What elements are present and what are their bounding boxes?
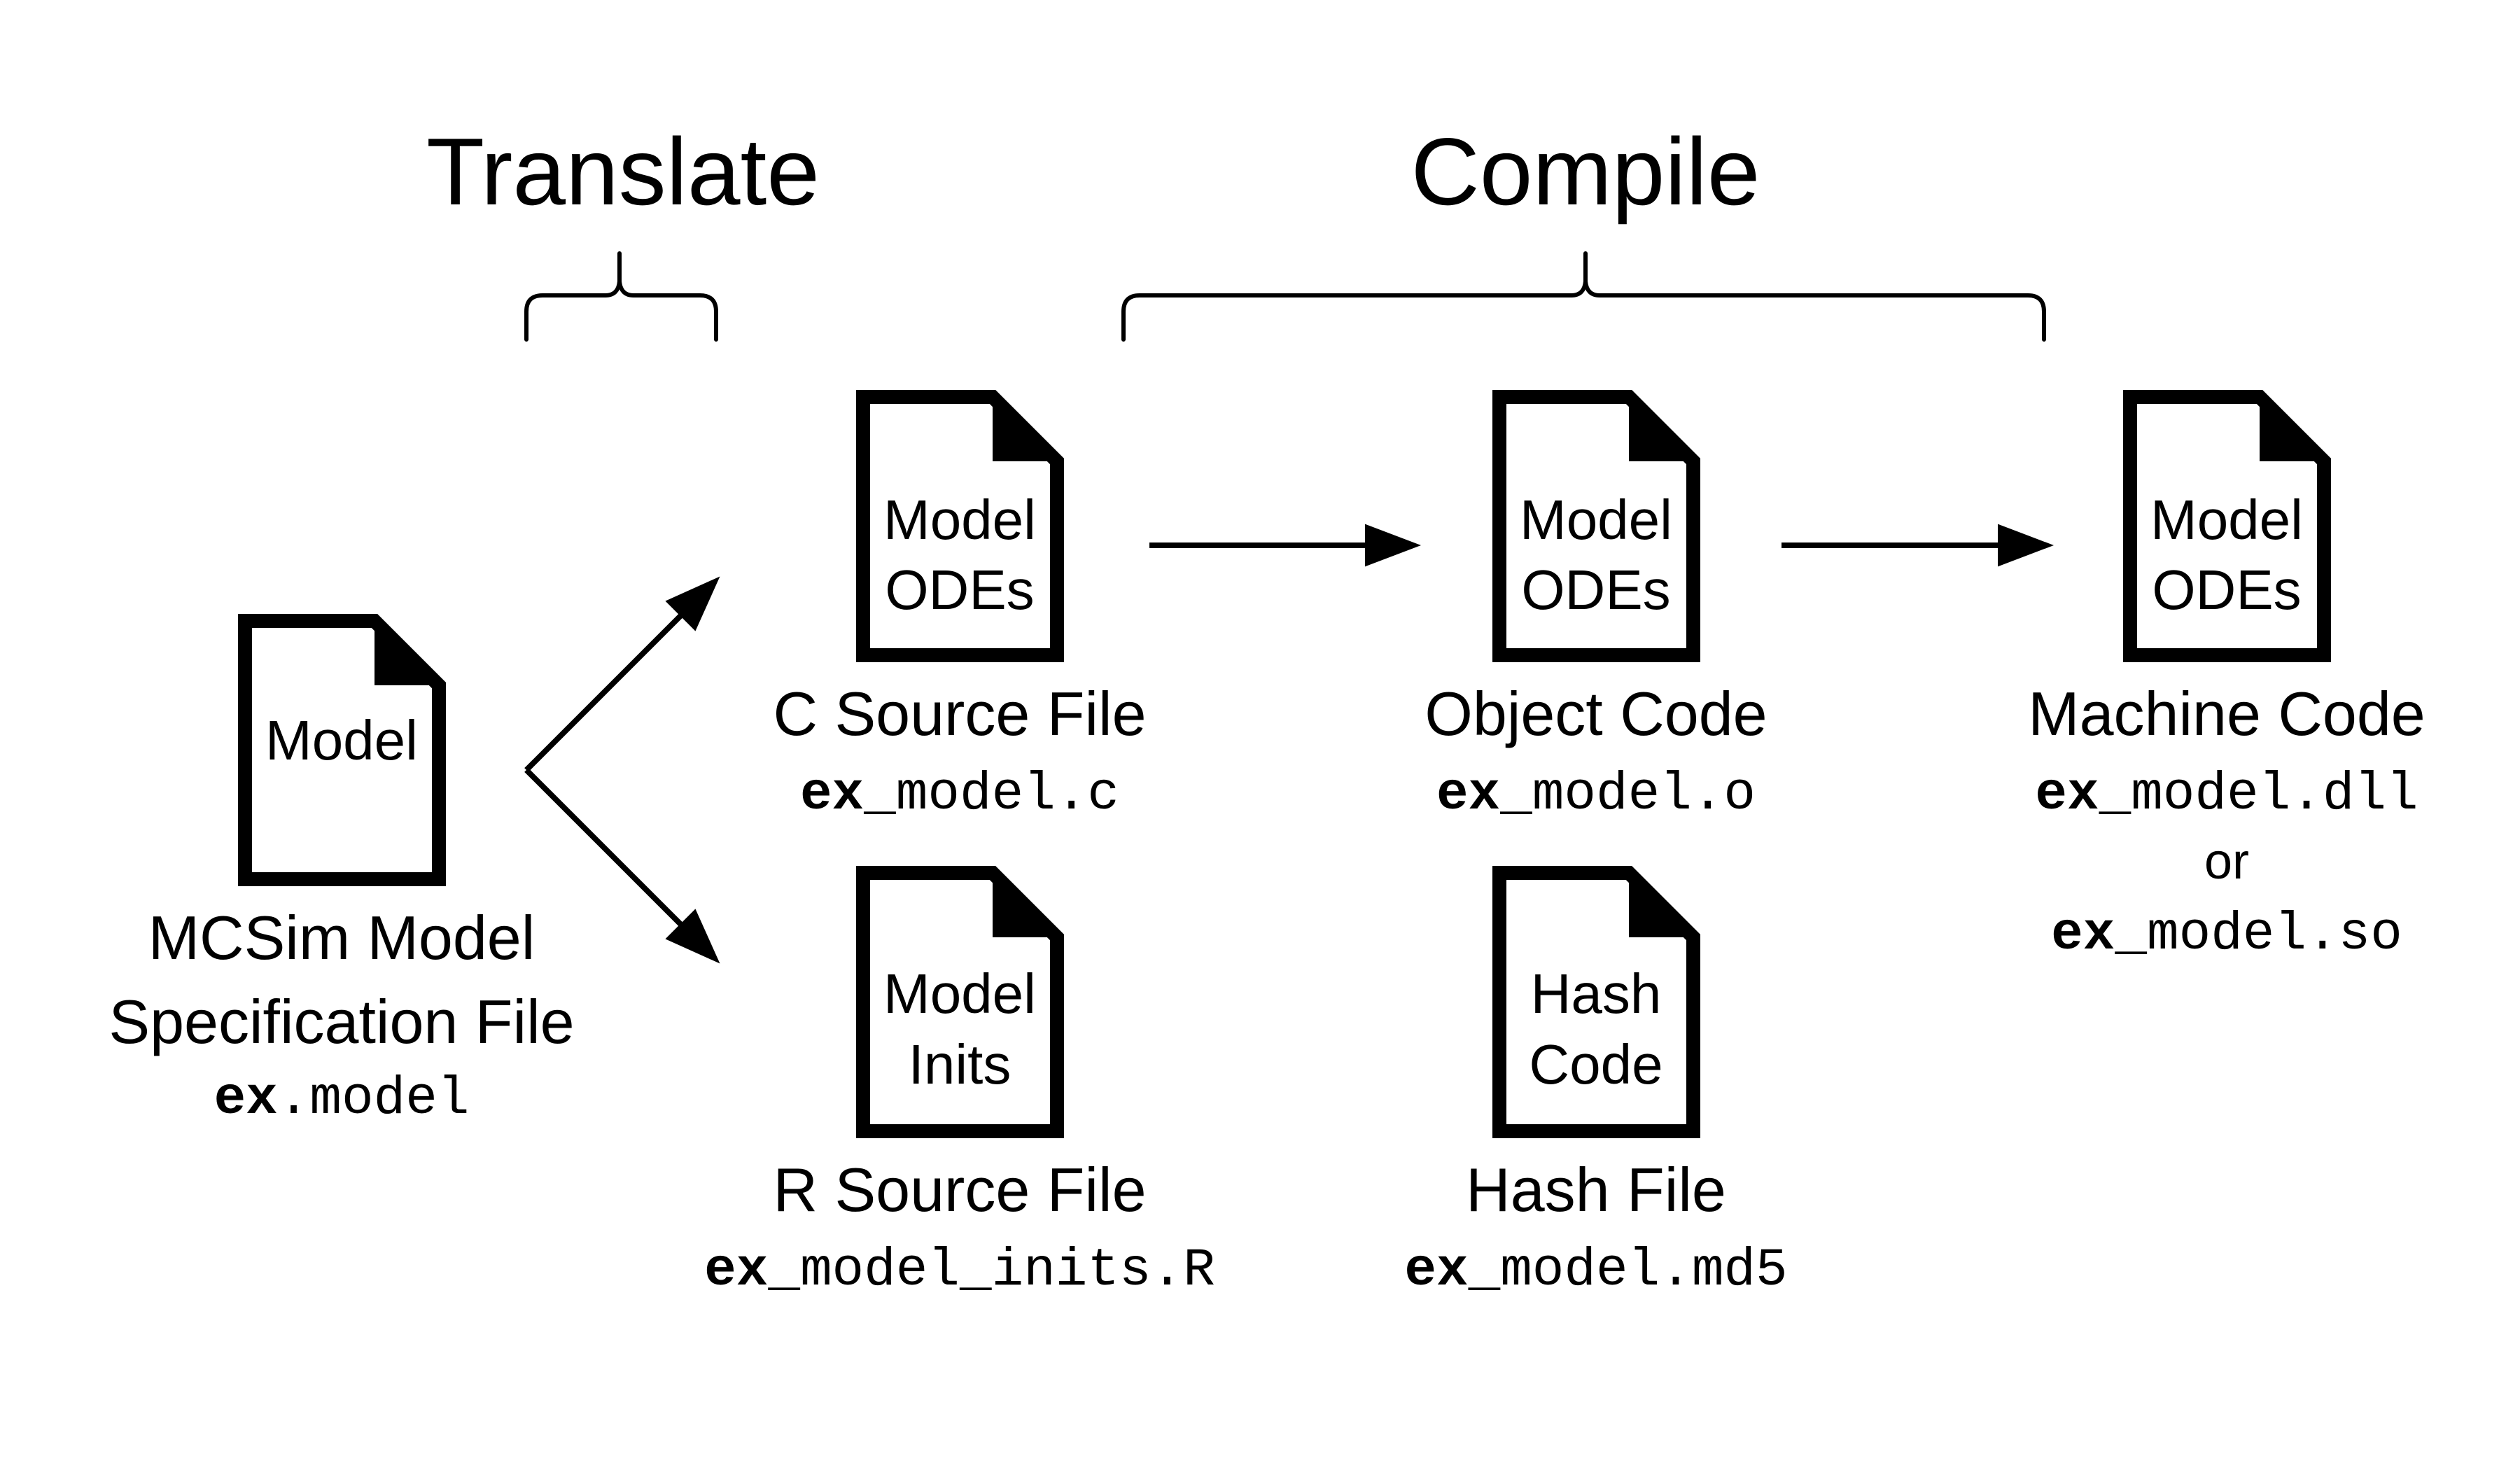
document-icon: Model Inits	[856, 866, 1064, 1138]
icon-label: ODEs	[885, 559, 1034, 621]
file-name: ex_model.md5	[1404, 1240, 1787, 1301]
file-title: C Source File	[773, 679, 1146, 748]
file-name-suffix: _model.o	[1499, 764, 1756, 825]
icon-label: ODEs	[1521, 559, 1670, 621]
file-name-prefix: ex	[2035, 764, 2099, 825]
translate-brace-icon	[524, 251, 718, 342]
document-icon: Model ODEs	[856, 390, 1064, 662]
file-name-suffix: _model.dll	[2099, 764, 2418, 825]
file-title: Object Code	[1424, 679, 1767, 748]
arrow-up-right-icon	[524, 576, 720, 772]
icon-label: Hash	[1531, 962, 1662, 1025]
icon-label: Code	[1529, 1033, 1662, 1096]
icon-label: Inits	[909, 1033, 1011, 1096]
file-name-suffix: _model_inits.R	[767, 1240, 1215, 1301]
file-name-suffix: _model.c	[863, 764, 1119, 825]
translate-split-arrows	[524, 576, 720, 964]
file-name: ex_model.o	[1436, 764, 1756, 825]
file-name-suffix: .model	[278, 1069, 470, 1129]
machine-code-file: Model ODEs Machine Code ex_model.dll or …	[2028, 390, 2426, 965]
file-title-line-1: MCSim Model	[148, 903, 536, 972]
file-title: Machine Code	[2028, 679, 2425, 748]
document-icon: Model ODEs	[1492, 390, 1700, 662]
file-name-prefix: ex	[800, 764, 864, 825]
arrow-down-right-icon	[524, 768, 720, 964]
file-name-prefix: ex	[1436, 764, 1500, 825]
file-name: ex_model.dll	[2035, 764, 2418, 825]
icon-label: Model	[2150, 489, 2303, 551]
document-icon: Model	[238, 614, 446, 886]
file-name-prefix: ex	[214, 1069, 278, 1129]
icon-label: ODEs	[2152, 559, 2301, 621]
alt-file-name: ex_model.so	[2051, 904, 2402, 965]
stage-label-compile: Compile	[1411, 118, 1760, 225]
file-title-line-2: Specification File	[108, 987, 574, 1056]
r-source-file: Model Inits R Source File ex_model_inits…	[704, 866, 1215, 1301]
c-source-file: Model ODEs C Source File ex_model.c	[773, 390, 1147, 825]
stage-label-translate: Translate	[426, 118, 820, 225]
file-title: R Source File	[773, 1155, 1146, 1224]
compile-brace-icon	[1121, 251, 2046, 342]
hash-file: Hash Code Hash File ex_model.md5	[1404, 866, 1788, 1301]
icon-label: Model	[883, 962, 1036, 1025]
object-code-file: Model ODEs Object Code ex_model.o	[1424, 390, 1768, 825]
model-spec-file: Model MCSim Model Specification File ex.…	[108, 614, 575, 1129]
icon-label: Model	[1520, 489, 1672, 551]
file-name-suffix: _model.md5	[1468, 1240, 1788, 1301]
document-icon: Model ODEs	[2123, 390, 2331, 662]
file-name-suffix: _model.so	[2114, 904, 2402, 965]
file-name-prefix: ex	[704, 1240, 768, 1301]
file-title: Hash File	[1466, 1155, 1726, 1224]
file-name: ex.model	[214, 1069, 470, 1129]
icon-label: Model	[265, 709, 418, 771]
file-name: ex_model.c	[800, 764, 1119, 825]
file-name-prefix: ex	[1404, 1240, 1468, 1301]
icon-label: Model	[883, 489, 1036, 551]
document-icon: Hash Code	[1492, 866, 1700, 1138]
file-name-prefix: ex	[2051, 904, 2115, 965]
file-name: ex_model_inits.R	[704, 1240, 1215, 1301]
or-separator: or	[2204, 834, 2249, 890]
